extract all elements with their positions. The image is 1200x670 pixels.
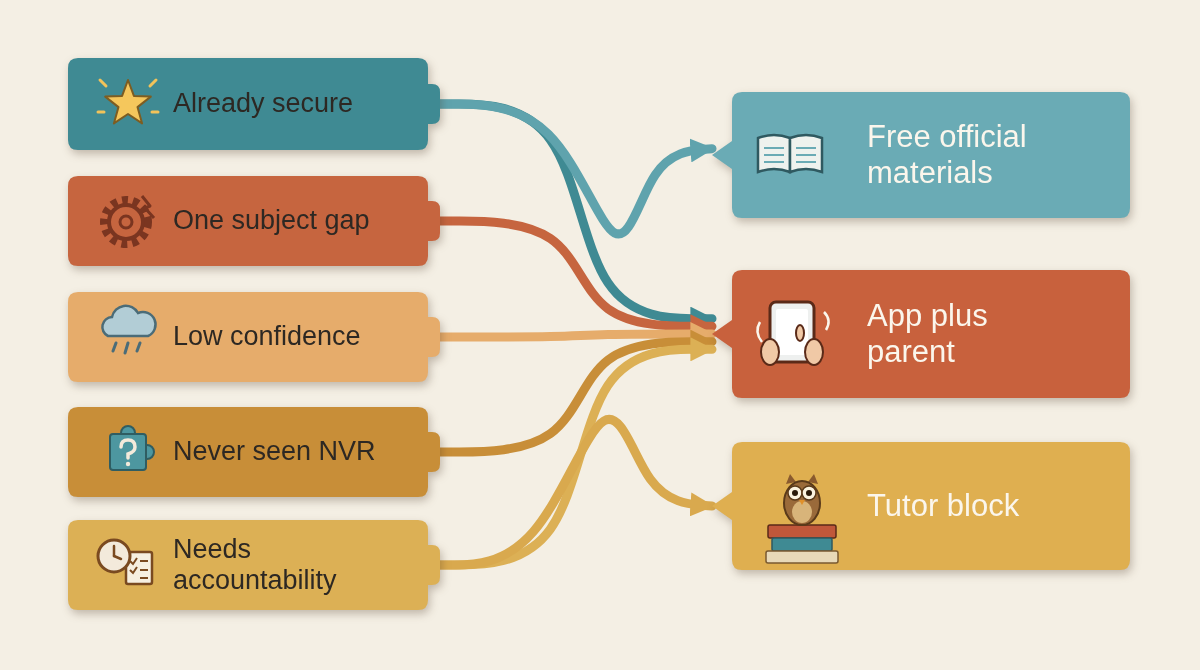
situation-box: Needs accountability (68, 520, 440, 610)
glow-line (150, 80, 156, 86)
owl-ear (786, 474, 796, 484)
situation-label: Needs accountability (173, 534, 413, 596)
puzzle-icon (110, 426, 154, 470)
rain-drop (113, 343, 116, 351)
option-box: App plus parent (712, 270, 1130, 398)
flow-arrow (438, 221, 712, 326)
option-label: App plus parent (867, 298, 1082, 369)
swipe-arrow (757, 322, 762, 342)
book-icon (758, 135, 822, 172)
box-fill (712, 92, 1130, 218)
flow-arrow (438, 342, 712, 452)
situation-box: Low confidence (68, 292, 440, 382)
text-line (764, 161, 784, 163)
text-line (764, 154, 784, 156)
clock-hand (114, 556, 121, 559)
option-label: Tutor block (867, 488, 1082, 524)
list-line (140, 577, 148, 579)
checklist-sheet (126, 552, 152, 584)
book-spine (766, 551, 838, 563)
cloud-shape (102, 306, 155, 336)
swipe-arrow (824, 312, 829, 330)
clock-checklist-icon (98, 540, 152, 584)
tablet-body (770, 302, 814, 362)
box-fill (68, 520, 440, 610)
book-page (758, 135, 790, 172)
flow-arrow (438, 104, 712, 319)
situation-label: One subject gap (173, 205, 413, 236)
text-line (764, 147, 784, 149)
flow-arrow (438, 104, 712, 234)
glow-line (152, 111, 158, 114)
gear-icon (104, 196, 154, 244)
gear-teeth (104, 200, 148, 244)
list-line (140, 560, 148, 562)
question-mark (121, 440, 135, 458)
box-fill (68, 176, 440, 266)
book-page (790, 135, 822, 172)
question-dot (126, 462, 130, 466)
text-line (796, 161, 816, 163)
owl-pupil (806, 490, 812, 496)
flow-arrow (438, 349, 712, 565)
hand-shape (805, 339, 823, 365)
list-line (140, 569, 148, 571)
gear-hub (120, 216, 132, 228)
flow-arrow (438, 419, 712, 565)
hand-shape (761, 339, 779, 365)
option-label: Free official materials (867, 119, 1082, 190)
owl-books-icon (766, 474, 838, 563)
star-icon (98, 80, 158, 123)
rain-drop (137, 343, 140, 351)
box-fill (712, 270, 1130, 398)
box-fill (712, 442, 1130, 570)
book-spine (772, 538, 832, 551)
clock-face (98, 540, 130, 572)
puzzle-body (110, 434, 146, 470)
cloud-icon (102, 306, 155, 353)
situation-label: Already secure (173, 88, 413, 119)
gear-body (109, 205, 143, 239)
rain-drop (125, 343, 128, 353)
text-line (796, 154, 816, 156)
box-fill (68, 58, 440, 150)
puzzle-knob (121, 426, 135, 440)
finger-shape (796, 325, 804, 341)
spark-mark (142, 196, 154, 218)
puzzle-knob (140, 445, 154, 459)
situation-box: Never seen NVR (68, 407, 440, 497)
check-mark (130, 567, 137, 573)
check-mark (130, 558, 137, 564)
owl-body (784, 481, 820, 525)
box-fill (68, 292, 440, 382)
clock-hand (113, 546, 116, 556)
tablet-screen (776, 309, 808, 355)
situation-label: Low confidence (173, 321, 413, 352)
owl-eye (788, 486, 802, 500)
flow-arrow (438, 334, 712, 337)
box-fill (68, 407, 440, 497)
book-spine (768, 525, 836, 538)
owl-ear (808, 474, 818, 484)
situation-label: Never seen NVR (173, 436, 413, 467)
situation-box: One subject gap (68, 176, 440, 266)
owl-pupil (792, 490, 798, 496)
option-box: Free official materials (712, 92, 1130, 218)
tablet-icon (757, 302, 828, 365)
owl-eye (802, 486, 816, 500)
glow-line (100, 80, 106, 86)
star-shape (105, 80, 151, 123)
owl-beak (799, 500, 805, 505)
owl-belly (792, 501, 812, 523)
glow-line (98, 111, 104, 114)
text-line (796, 147, 816, 149)
situation-box: Already secure (68, 58, 440, 150)
option-box: Tutor block (712, 442, 1130, 570)
